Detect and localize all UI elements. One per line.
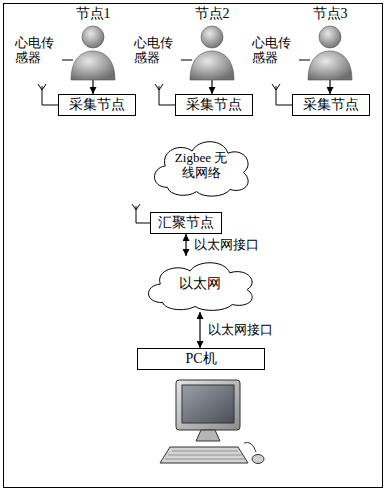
computer-illustration	[160, 380, 264, 464]
sensor-label: 心电传感器	[134, 36, 178, 66]
mouse-cable	[244, 442, 256, 452]
person-icon	[300, 24, 360, 80]
node-label: 汇聚节点	[158, 215, 214, 231]
network-cloud: Zigbee 无线网络	[145, 134, 257, 198]
person-body	[190, 51, 234, 80]
person-head	[201, 26, 223, 48]
interface-label: 以太网接口	[208, 323, 273, 338]
sensor-label: 心电传感器	[252, 36, 296, 66]
cloud-shape	[155, 142, 249, 196]
person-head	[82, 26, 104, 48]
node-box: 采集节点	[58, 94, 136, 116]
mouse	[252, 455, 264, 464]
node-box: 汇聚节点	[150, 212, 222, 234]
antenna-symbol	[132, 204, 150, 223]
node-box: 采集节点	[292, 94, 370, 116]
leader-line	[299, 60, 310, 61]
network-cloud: 以太网	[138, 256, 262, 312]
person-head	[319, 26, 341, 48]
person-figure: 节点2	[182, 6, 242, 80]
node-label: 采集节点	[186, 97, 242, 113]
person-body	[308, 51, 352, 80]
node-heading: 节点1	[76, 6, 111, 22]
leader-line	[181, 60, 192, 61]
node-heading: 节点3	[313, 6, 348, 22]
monitor-stand	[196, 430, 220, 441]
person-icon	[63, 24, 123, 80]
node-label: 以太网	[179, 276, 221, 292]
node-label: PC机	[185, 351, 216, 367]
monitor	[176, 380, 240, 430]
arrow	[92, 80, 93, 94]
antenna-symbols	[38, 84, 292, 223]
node-heading: 节点2	[195, 6, 230, 22]
antenna-symbol	[155, 84, 175, 105]
node-label: 采集节点	[69, 97, 125, 113]
interface-label: 以太网接口	[194, 238, 259, 253]
keyboard	[160, 447, 248, 463]
node-box: 采集节点	[175, 94, 253, 116]
person-icon	[182, 24, 242, 80]
person-body	[71, 51, 115, 80]
monitor-screen	[182, 385, 234, 423]
person-figure: 节点3	[300, 6, 360, 80]
node-box: PC机	[137, 348, 265, 370]
frame-border	[4, 4, 383, 488]
double-arrow	[185, 234, 186, 256]
person-figure: 节点1	[63, 6, 123, 80]
node-label: 采集节点	[303, 97, 359, 113]
keyboard-keys	[165, 451, 245, 459]
cloud-shape	[149, 263, 253, 311]
antenna-symbol	[272, 84, 292, 105]
arrow	[329, 80, 330, 94]
double-arrow	[199, 312, 200, 348]
leader-line	[62, 60, 73, 61]
antenna-symbol	[38, 84, 58, 105]
arrow	[211, 80, 212, 94]
node-label: Zigbee 无线网络	[169, 151, 233, 181]
sensor-label: 心电传感器	[15, 36, 59, 66]
